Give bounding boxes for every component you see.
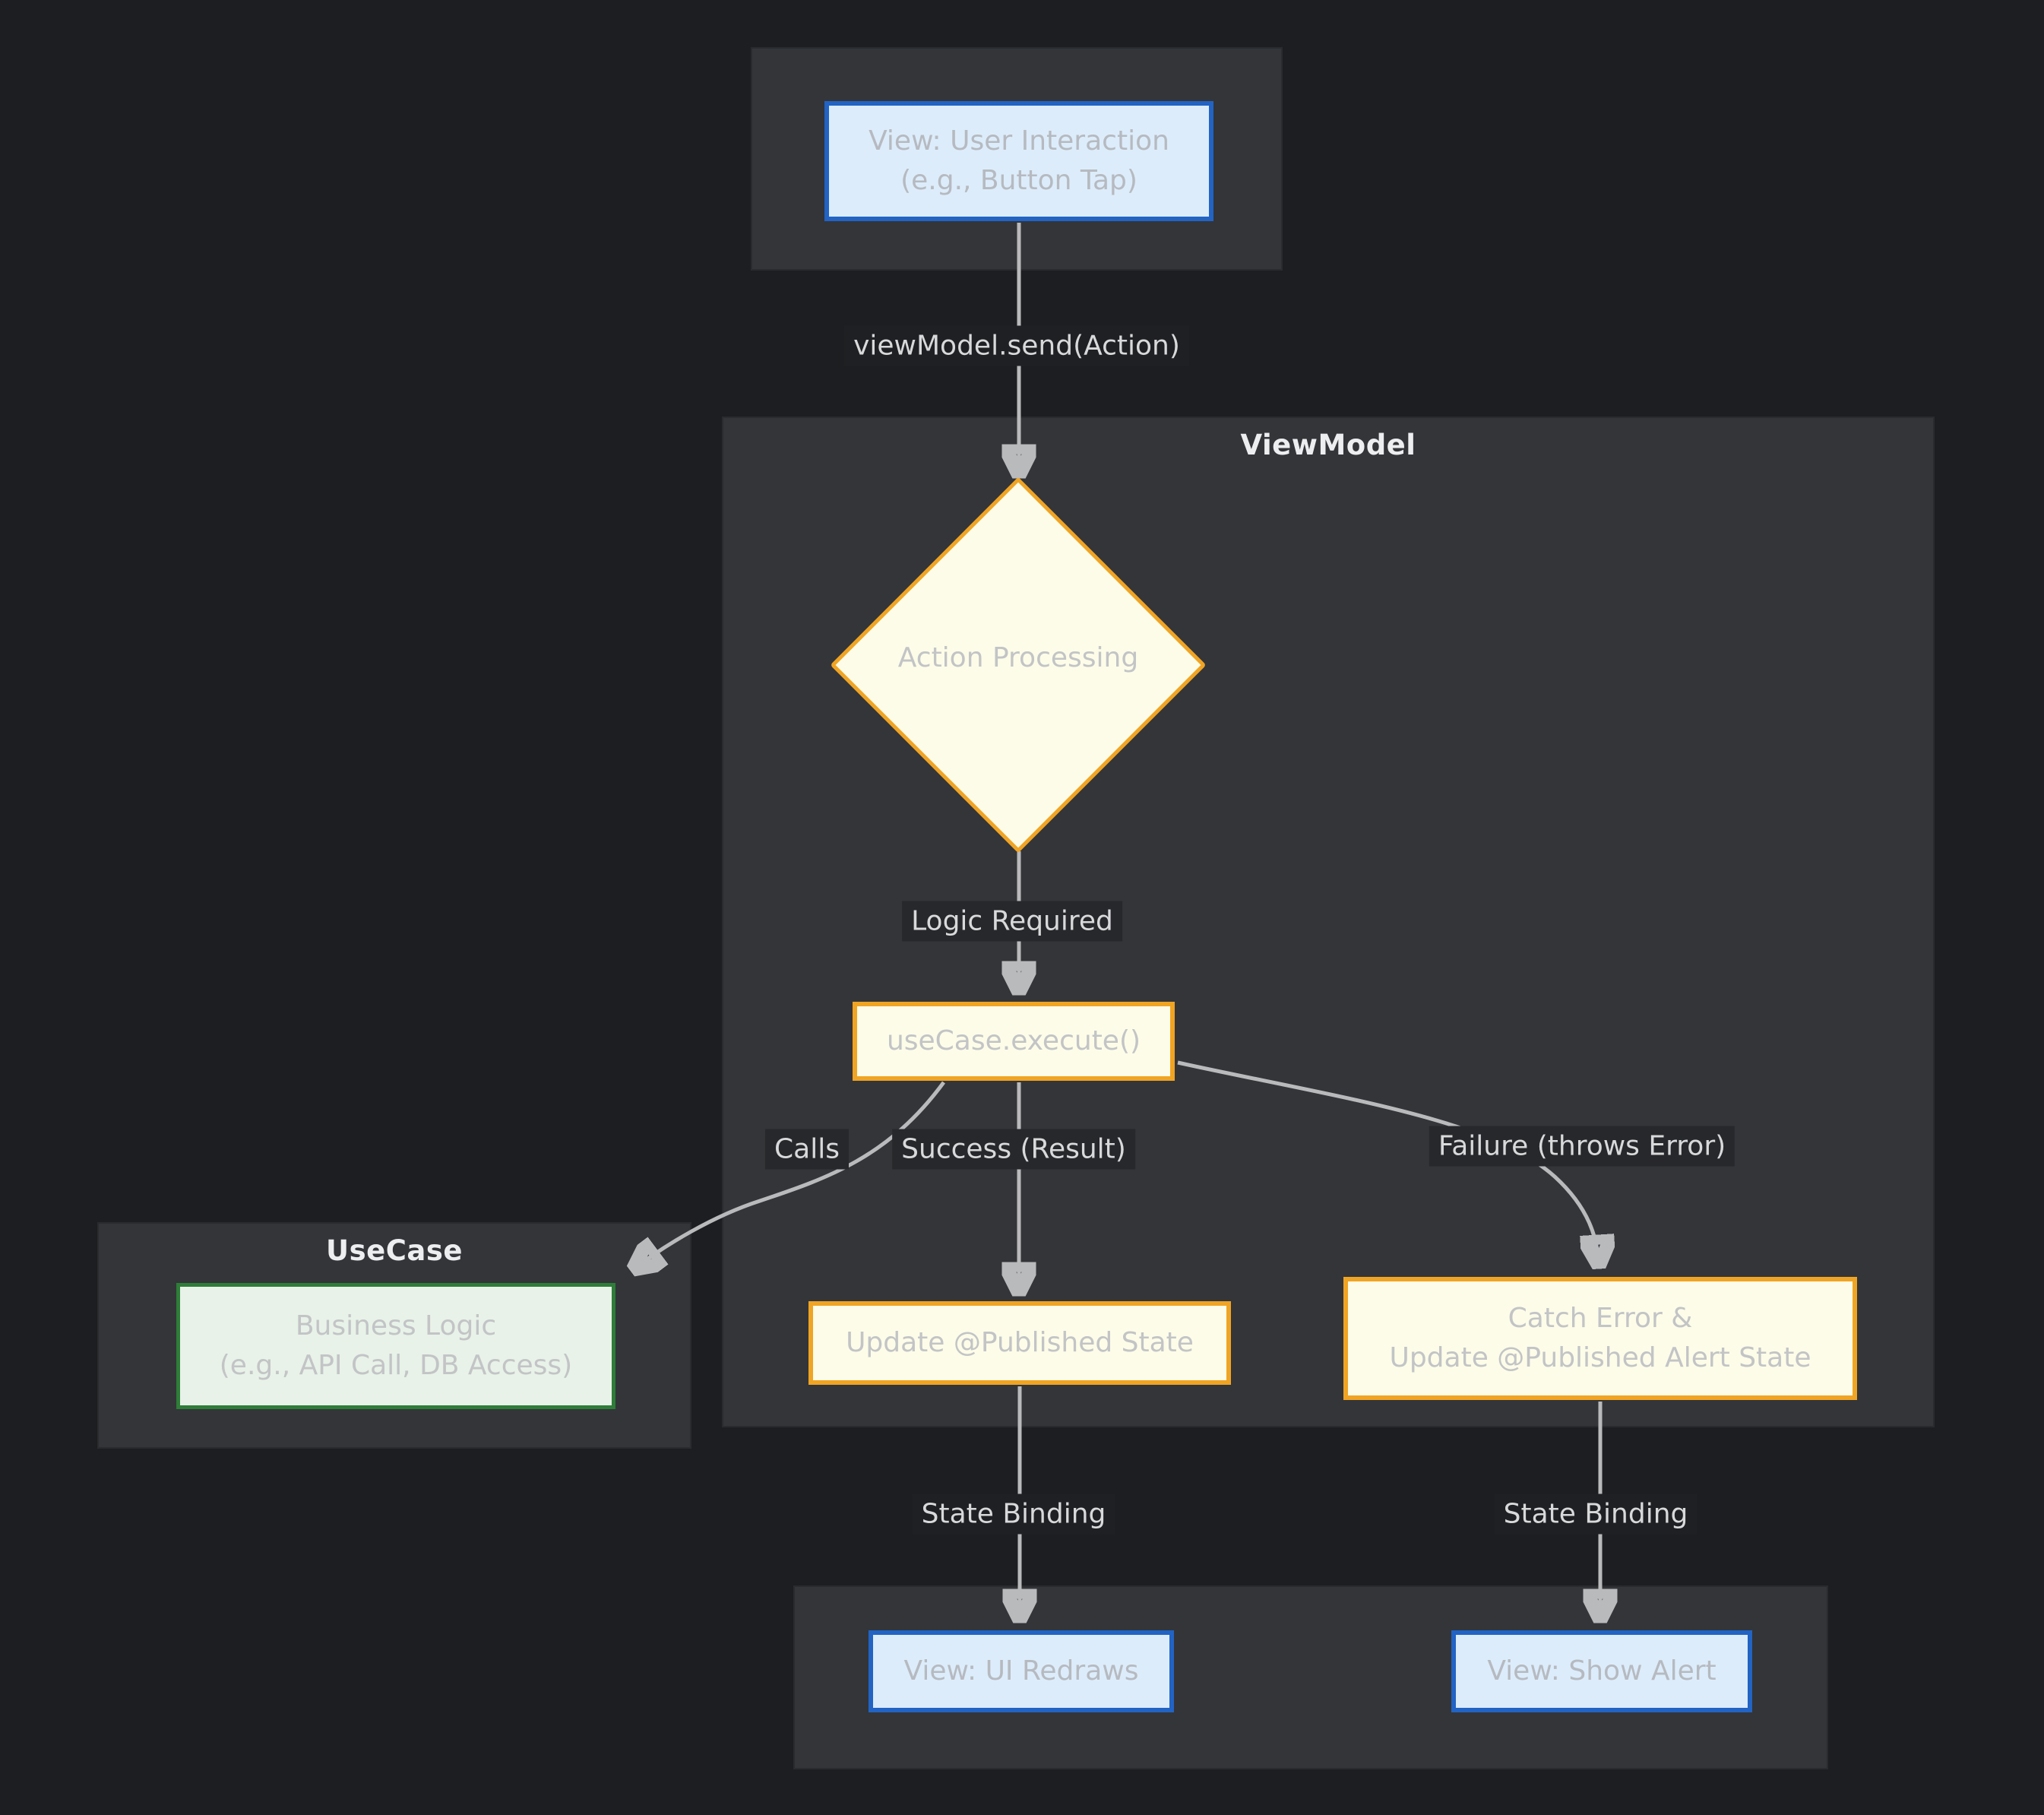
edge-label-calls: Calls: [765, 1129, 849, 1170]
node-ui-redraws: View: UI Redraws: [869, 1630, 1174, 1712]
edge-label-success: Success (Result): [892, 1129, 1135, 1170]
node-user-interaction: View: User Interaction (e.g., Button Tap…: [824, 101, 1213, 221]
node-action-processing-label: Action Processing: [897, 642, 1139, 673]
node-catch-error: Catch Error & Update @Published Alert St…: [1343, 1277, 1857, 1400]
node-show-alert: View: Show Alert: [1451, 1630, 1752, 1712]
edge-label-state-binding-left: State Binding: [912, 1493, 1115, 1535]
container-usecase-title: UseCase: [326, 1234, 463, 1267]
node-update-state: Update @Published State: [808, 1301, 1231, 1385]
edge-label-logic-required: Logic Required: [902, 901, 1122, 942]
node-business-logic: Business Logic (e.g., API Call, DB Acces…: [176, 1283, 615, 1409]
edge-label-send-action: viewModel.send(Action): [844, 325, 1189, 366]
container-viewmodel-title: ViewModel: [1240, 429, 1416, 461]
edge-label-failure: Failure (throws Error): [1429, 1126, 1736, 1167]
edge-label-state-binding-right: State Binding: [1494, 1493, 1698, 1535]
edge-calls: [635, 1081, 946, 1268]
node-usecase-execute: useCase.execute(): [853, 1002, 1175, 1081]
